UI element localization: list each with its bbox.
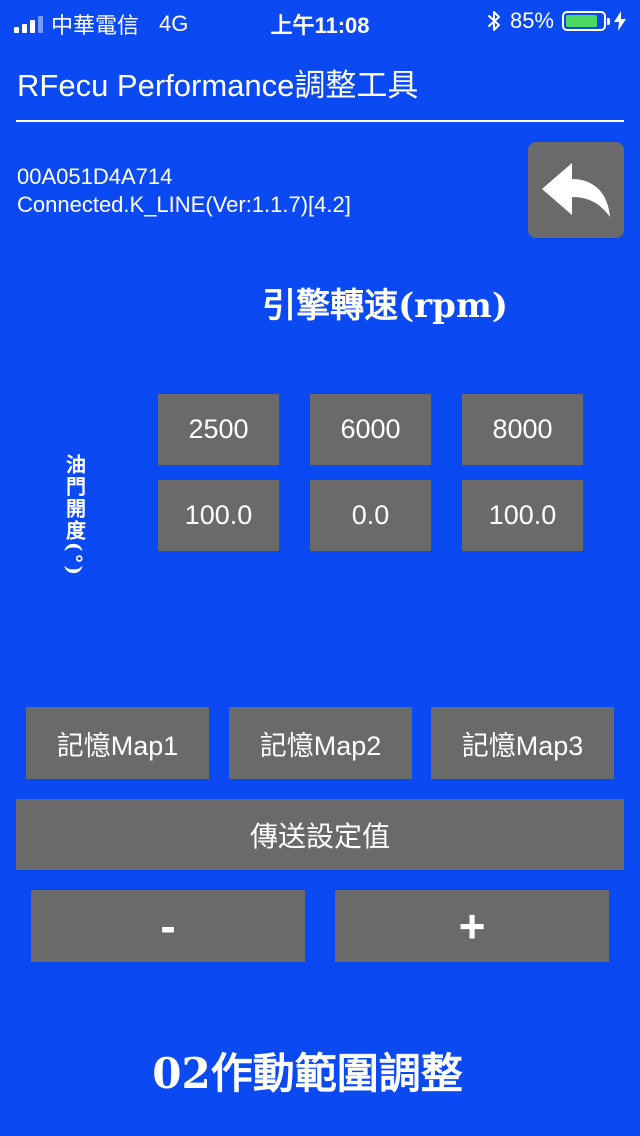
throttle-axis-label-text: 油門開度(°) <box>62 453 87 577</box>
status-time: 上午11:08 <box>270 13 370 38</box>
battery-level-fill <box>566 15 597 27</box>
carrier-name: 中華電信 <box>51 13 140 38</box>
rpm-cell-1[interactable]: 2500 <box>158 394 279 465</box>
status-left: 中華電信 4G <box>14 8 188 40</box>
status-bar: 中華電信 4G 上午11:08 85% <box>0 0 640 40</box>
header-divider <box>16 120 624 122</box>
decrease-button[interactable]: - <box>31 890 305 962</box>
save-map3-button[interactable]: 記憶Map3 <box>431 707 614 779</box>
back-button[interactable] <box>528 142 624 238</box>
rpm-axis-title: 引擎轉速(rpm) <box>262 286 508 326</box>
charging-bolt-icon <box>614 11 626 31</box>
connection-status: Connected.K_LINE(Ver:1.1.7)[4.2] <box>17 192 351 217</box>
throttle-cell-3[interactable]: 100.0 <box>462 480 583 551</box>
bluetooth-icon <box>487 11 500 31</box>
battery-icon <box>562 11 610 31</box>
throttle-axis-label: 油門開度(°) <box>40 430 110 600</box>
throttle-cell-2[interactable]: 0.0 <box>310 480 431 551</box>
throttle-cell-1[interactable]: 100.0 <box>158 480 279 551</box>
increase-button[interactable]: + <box>335 890 609 962</box>
device-id: 00A051D4A714 <box>17 164 173 189</box>
status-right: 85% <box>486 8 626 34</box>
battery-percent: 85% <box>509 8 554 33</box>
network-type: 4G <box>159 11 189 36</box>
app-title: RFecu Performance調整工具 <box>17 68 419 103</box>
send-settings-button[interactable]: 傳送設定值 <box>16 799 624 870</box>
back-arrow-icon <box>542 163 610 217</box>
signal-strength-icon <box>14 15 43 33</box>
save-map1-button[interactable]: 記憶Map1 <box>26 707 209 779</box>
rpm-cell-2[interactable]: 6000 <box>310 394 431 465</box>
page-title: 02作動範圍調整 <box>152 1049 463 1098</box>
rpm-cell-3[interactable]: 8000 <box>462 394 583 465</box>
save-map2-button[interactable]: 記憶Map2 <box>229 707 412 779</box>
